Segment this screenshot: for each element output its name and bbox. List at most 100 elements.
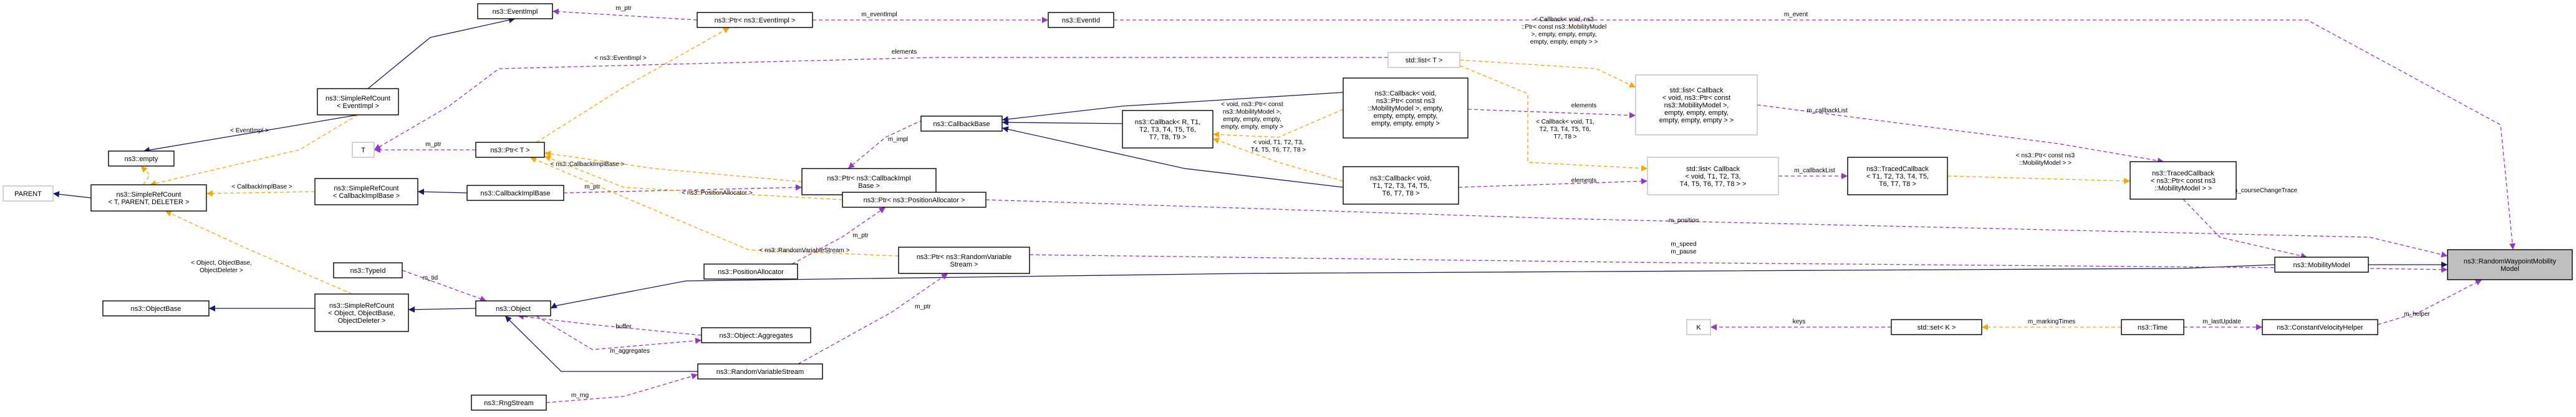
class-node-ptrt[interactable]: ns3::Ptr< T > (475, 142, 545, 158)
class-node-ptrrvs[interactable]: ns3::Ptr< ns3::RandomVariableStream > (898, 247, 1030, 274)
class-node-label: std::set< K > (1918, 324, 1956, 331)
class-node-label: K (1696, 324, 1701, 331)
class-node-time[interactable]: ns3::Time (2121, 319, 2184, 335)
edge-srcobj-to-obj (408, 306, 476, 313)
class-node-ptrpa[interactable]: ns3::Ptr< ns3::PositionAllocator > (842, 192, 987, 208)
edge-ptrt-to-ptrei (536, 27, 730, 143)
edge-label-ptr_ei: m_ptr (615, 5, 632, 12)
class-node-srcobj[interactable]: ns3::SimpleRefCount< Object, ObjectBase,… (314, 293, 409, 332)
class-node-cbr[interactable]: ns3::Callback< R, T1,T2, T3, T4, T5, T6,… (1122, 110, 1213, 149)
class-node-lcbm[interactable]: std::list< Callback< void, ns3::Ptr< con… (1635, 74, 1758, 135)
edge-label-position: m_position (1669, 217, 1699, 224)
edge-label-event: m_event (1784, 11, 1808, 18)
class-node-label: < CallbackImplBase > (333, 192, 400, 200)
class-node-ptrei[interactable]: ns3::Ptr< ns3::EventImpl > (697, 12, 813, 28)
edge-listt-to-t (374, 57, 1388, 150)
class-node-label: < Object, ObjectBase, (328, 310, 395, 317)
class-node-label: T2, T3, T4, T5, T6, (1139, 126, 1196, 134)
edge-label-ei_tmpl: < ns3::EventImpl > (594, 55, 647, 62)
edge-label-elements1: elements (892, 49, 917, 56)
class-node-typeid[interactable]: ns3::TypeId (333, 262, 403, 278)
class-node-label: < EventImpl > (337, 102, 379, 110)
edge-label-cblist: m_callbackList (1807, 107, 1848, 114)
class-node-label: ns3::ObjectBase (131, 305, 181, 313)
class-node-parent[interactable]: PARENT (2, 185, 54, 202)
edge-srct-to-srcei (149, 114, 359, 187)
edge-label-elements3: elements (1571, 177, 1597, 184)
class-node-label: ns3::Callback< void, (1375, 90, 1437, 97)
class-node-label: ns3::MobilityModel (2293, 262, 2350, 269)
class-node-objbase[interactable]: ns3::ObjectBase (102, 300, 210, 316)
edge-parent-to-srct (52, 191, 92, 199)
edge-label-cib_tmpl: < ns3::CallbackImplBase > (551, 161, 625, 168)
edge-agg-to-obj (517, 313, 702, 336)
class-node-label: ns3::Ptr< ns3::EventImpl > (715, 17, 796, 24)
class-node-label: empty, empty, empty, (1374, 112, 1438, 120)
class-node-cbv[interactable]: ns3::Callback< void,T1, T2, T3, T4, T5,T… (1343, 166, 1459, 205)
class-node-srccib[interactable]: ns3::SimpleRefCount< CallbackImplBase > (314, 178, 418, 205)
class-node-empty[interactable]: ns3::empty (108, 150, 175, 167)
class-node-k[interactable]: K (1686, 319, 1711, 335)
class-node-tc[interactable]: ns3::TracedCallback< ns3::Ptr< const ns3… (2130, 161, 2237, 200)
class-node-label: ns3::Ptr< ns3::CallbackImpl (827, 175, 910, 182)
class-node-ptrcib[interactable]: ns3::Ptr< ns3::CallbackImplBase > (801, 168, 937, 195)
class-node-setk[interactable]: std::set< K > (1891, 319, 1982, 335)
edge-cvh-to-rwmm (2377, 279, 2482, 325)
class-node-label: ns3::CallbackBase (933, 120, 990, 128)
edge-label-keys: keys (1793, 318, 1806, 325)
edge-rng-to-rvs (546, 373, 698, 403)
class-node-agg[interactable]: ns3::Object::Aggregates (701, 327, 811, 343)
edge-label-ptr_t: m_ptr (425, 141, 441, 148)
class-node-mm[interactable]: ns3::MobilityModel (2274, 257, 2369, 273)
edge-cbv-to-lcb (1458, 178, 1648, 188)
class-node-cib[interactable]: ns3::CallbackImplBase (466, 185, 564, 201)
class-node-label: ns3::Ptr< ns3::RandomVariable (917, 253, 1011, 261)
edge-label-cib_t: < CallbackImplBase > (231, 184, 292, 190)
class-node-lcb[interactable]: std::list< Callback< void, T1, T2, T3,T4… (1647, 157, 1779, 195)
class-node-eid[interactable]: ns3::EventId (1048, 12, 1114, 28)
edge-srct-to-empty (140, 165, 150, 185)
class-node-label: ::MobilityModel >, empty, (1368, 105, 1443, 112)
class-node-label: Stream > (950, 261, 978, 268)
class-node-label: T7, T8, T9 > (1149, 134, 1187, 141)
edge-ptrpa-to-rwmm (985, 199, 2448, 258)
class-node-label: std::list< Callback (1686, 165, 1740, 173)
edge-label-ptr_pa: m_ptr (852, 232, 869, 239)
edge-ptrrvs-to-rwmm (1029, 254, 2448, 273)
edge-label-cbm_tmpl: < Callback< void, ns3::Ptr< const ns3::M… (1522, 16, 1606, 46)
edge-rvs-to-obj (504, 315, 698, 372)
edge-label-tc_tmpl: < ns3::Ptr< const ns3::MobilityModel > > (2016, 152, 2075, 167)
class-node-label: < ns3::Ptr< const ns3 (2151, 177, 2216, 185)
class-node-t[interactable]: T (352, 142, 375, 158)
class-node-obj[interactable]: ns3::Object (475, 300, 551, 316)
class-node-cbm[interactable]: ns3::Callback< void,ns3::Ptr< const ns3:… (1343, 77, 1469, 139)
edge-label-tid: m_tid (423, 275, 438, 282)
edge-srct-to-srccib (206, 190, 316, 197)
class-node-listt[interactable]: std::list< T > (1387, 52, 1460, 68)
edge-label-rvs_tmpl: < ns3::RandomVariableStream > (760, 247, 850, 254)
class-node-pa[interactable]: ns3::PositionAllocator (703, 263, 798, 280)
class-node-label: ns3::Callback< void, (1370, 175, 1432, 182)
class-node-ei[interactable]: ns3::EventImpl (477, 3, 553, 19)
class-node-label: ns3::RandomWaypointMobility (2464, 258, 2557, 265)
class-node-cbbase[interactable]: ns3::CallbackBase (920, 115, 1003, 132)
class-node-rng[interactable]: ns3::RngStream (471, 395, 547, 411)
class-node-label: empty, empty, empty > (1371, 120, 1440, 127)
class-node-tcb[interactable]: ns3::TracedCallback< T1, T2, T3, T4, T5,… (1847, 157, 1948, 195)
class-node-label: ns3::SimpleRefCount (117, 191, 181, 199)
class-node-label: empty, empty, empty, (1664, 109, 1729, 117)
edge-obj-to-mm (550, 264, 2275, 309)
class-node-srct[interactable]: ns3::SimpleRefCount< T, PARENT, DELETER … (90, 184, 207, 212)
edge-obj-to-agg (536, 315, 702, 350)
edge-ptrt-to-ptrpa (544, 155, 843, 200)
edge-ptrcib-to-cbbase (847, 119, 924, 169)
class-node-cvh[interactable]: ns3::ConstantVelocityHelper (2262, 319, 2378, 335)
class-node-label: ns3::RngStream (484, 400, 533, 407)
class-node-label: < T, PARENT, DELETER > (109, 199, 190, 206)
class-node-label: Base > (858, 182, 880, 190)
class-node-srcei[interactable]: ns3::SimpleRefCount< EventImpl > (317, 88, 399, 115)
class-node-rvs[interactable]: ns3::RandomVariableStream (697, 363, 823, 380)
